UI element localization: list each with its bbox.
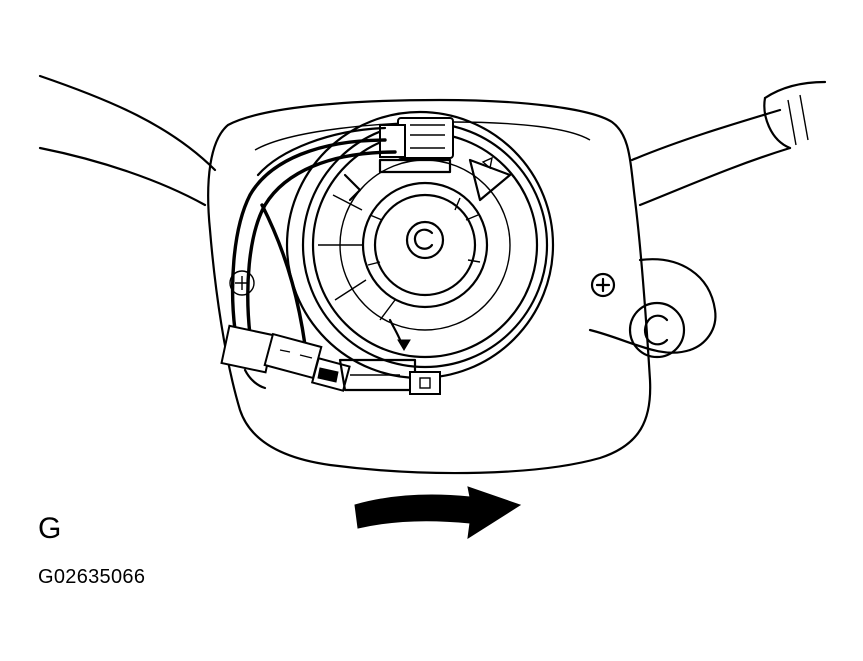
arrow-right-icon [354,486,522,539]
screw-icon [590,272,616,298]
cancel-cam-mark [628,301,686,359]
bracket [338,358,441,395]
lower-connector [220,324,351,392]
view-letter-label: G [38,512,62,545]
left-lever [38,74,217,207]
right-lever [630,80,827,207]
figure-code-label: G02635066 [38,566,146,588]
emblem-mark [229,270,255,296]
wire-harness [230,126,397,347]
top-connector [378,117,454,174]
